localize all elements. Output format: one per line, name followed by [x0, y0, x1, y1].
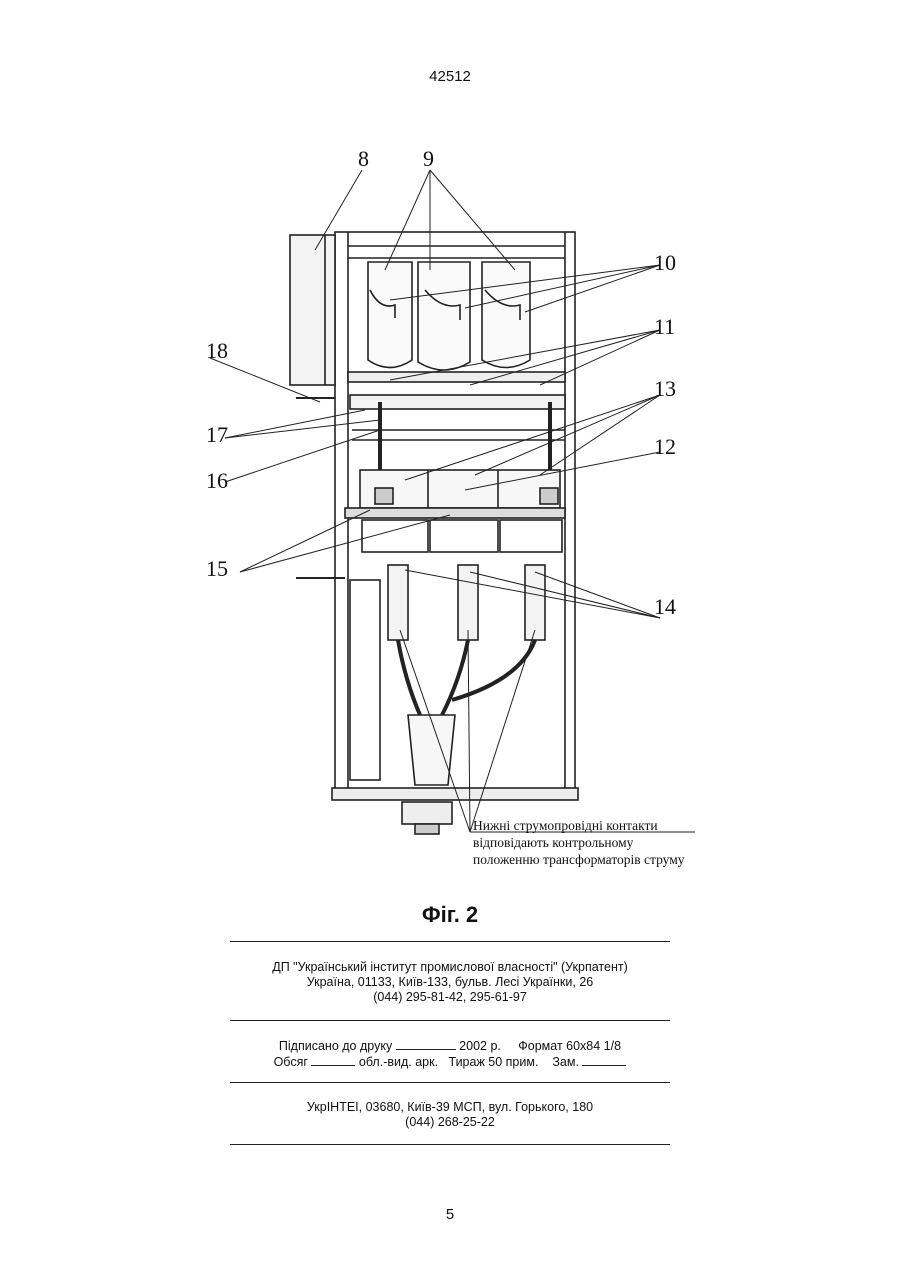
label-17: 17 [206, 422, 228, 447]
divider [230, 1144, 670, 1145]
print-info-line-2: Обсяг обл.-вид. арк. Тираж 50 прим. Зам. [0, 1054, 900, 1070]
print-info-line-1: Підписано до друку 2002 р. Формат 60х84 … [0, 1038, 900, 1054]
label-9: 9 [423, 146, 434, 171]
signed-blank [396, 1038, 456, 1050]
label-15: 15 [206, 556, 228, 581]
printer-block: УкрІНТЕІ, 03680, Київ-39 МСП, вул. Горьк… [0, 1100, 900, 1130]
divider [230, 941, 670, 942]
figure-note: Нижні струмопровідні контакти відповідаю… [473, 818, 685, 867]
cabinet [290, 232, 578, 834]
volume-blank [311, 1054, 355, 1066]
year-text: 2002 р. [459, 1039, 501, 1053]
label-13: 13 [654, 376, 676, 401]
page-number: 5 [0, 1206, 900, 1223]
publisher-line-1: ДП "Український інститут промислової вла… [0, 960, 900, 975]
note-line-1: Нижні струмопровідні контакти [473, 818, 658, 833]
label-16: 16 [206, 468, 228, 493]
note-line-2: відповідають контрольному [473, 835, 634, 850]
label-8: 8 [358, 146, 369, 171]
figure-caption: Фіг. 2 [0, 902, 900, 928]
divider [230, 1020, 670, 1021]
volume-unit: обл.-вид. арк. [359, 1055, 438, 1069]
order-label: Зам. [552, 1055, 579, 1069]
label-14: 14 [654, 594, 676, 619]
note-line-3: положенню трансформаторів струму [473, 852, 685, 867]
publisher-line-2: Україна, 01133, Київ-133, бульв. Лесі Ук… [0, 975, 900, 990]
signed-label: Підписано до друку [279, 1039, 392, 1053]
order-blank [582, 1054, 626, 1066]
format-text: Формат 60х84 1/8 [518, 1039, 621, 1053]
divider [230, 1082, 670, 1083]
label-11: 11 [654, 314, 675, 339]
patent-number: 42512 [0, 68, 900, 85]
label-18: 18 [206, 338, 228, 363]
volume-label: Обсяг [274, 1055, 308, 1069]
printer-line-1: УкрІНТЕІ, 03680, Київ-39 МСП, вул. Горьк… [0, 1100, 900, 1115]
label-12: 12 [654, 434, 676, 459]
technical-drawing: 8 9 10 11 13 12 14 18 17 16 15 Нижні стр… [180, 140, 740, 880]
print-info-block: Підписано до друку 2002 р. Формат 60х84 … [0, 1038, 900, 1070]
publisher-line-3: (044) 295-81-42, 295-61-97 [0, 990, 900, 1005]
publisher-block: ДП "Український інститут промислової вла… [0, 960, 900, 1005]
circulation-text: Тираж 50 прим. [448, 1055, 538, 1069]
label-10: 10 [654, 250, 676, 275]
printer-line-2: (044) 268-25-22 [0, 1115, 900, 1130]
